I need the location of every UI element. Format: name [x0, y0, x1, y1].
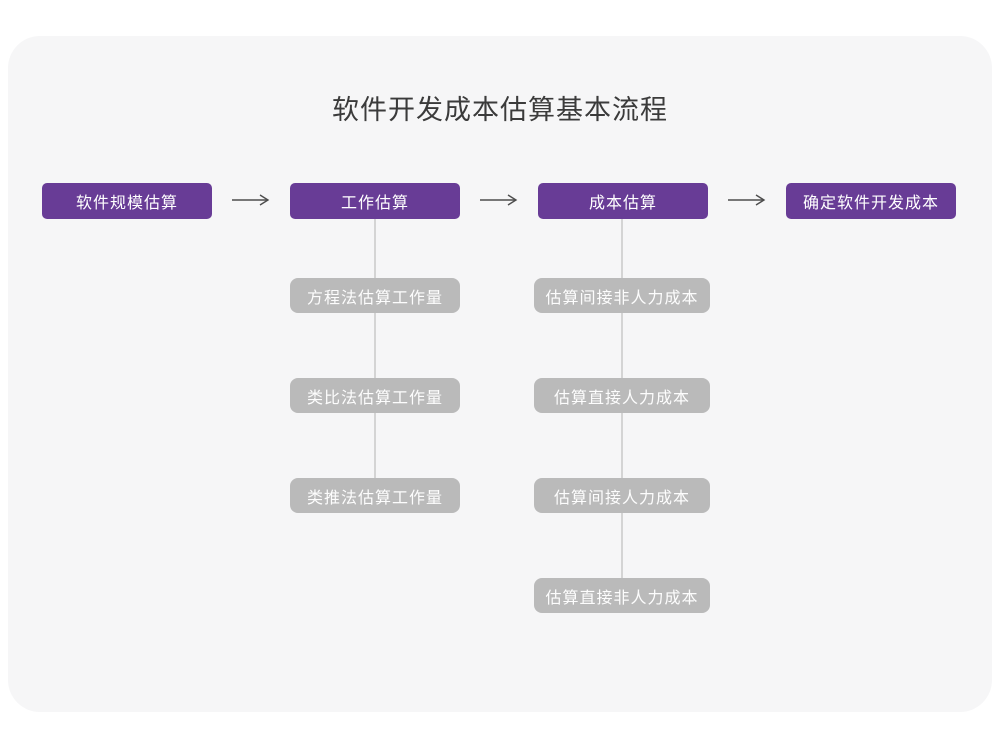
stage-box-determine-dev-cost: 确定软件开发成本 [786, 183, 956, 219]
sub-box-indirect-nonlabor-cost: 估算间接非人力成本 [534, 278, 710, 313]
diagram-card [8, 36, 992, 712]
sub-box-indirect-labor-cost: 估算间接人力成本 [534, 478, 710, 513]
sub-box-label: 类比法估算工作量 [306, 389, 443, 407]
sub-box-label: 方程法估算工作量 [306, 289, 443, 307]
stage-box-work-estimation: 工作估算 [290, 183, 460, 219]
sub-box-label: 估算间接人力成本 [553, 489, 690, 507]
stage-label: 成本估算 [588, 195, 657, 212]
sub-box-label: 类推法估算工作量 [306, 489, 443, 507]
sub-box-extrapolation-method: 类推法估算工作量 [290, 478, 460, 513]
connector-line-work-estimation [374, 218, 376, 478]
arrow-right-icon [727, 194, 767, 206]
arrow-right-icon [231, 194, 271, 206]
diagram-title: 软件开发成本估算基本流程 [332, 95, 668, 125]
stage-label: 工作估算 [340, 195, 409, 212]
stage-box-software-scale-estimation: 软件规模估算 [42, 183, 212, 219]
sub-box-label: 估算直接人力成本 [553, 389, 690, 407]
sub-box-label: 估算直接非人力成本 [545, 589, 699, 607]
stage-box-cost-estimation: 成本估算 [538, 183, 708, 219]
stage-label: 确定软件开发成本 [802, 195, 939, 212]
sub-box-direct-labor-cost: 估算直接人力成本 [534, 378, 710, 413]
stage-label: 软件规模估算 [75, 195, 178, 212]
arrow-right-icon [479, 194, 519, 206]
sub-box-label: 估算间接非人力成本 [545, 289, 699, 307]
sub-box-equation-method: 方程法估算工作量 [290, 278, 460, 313]
sub-box-direct-nonlabor-cost: 估算直接非人力成本 [534, 578, 710, 613]
sub-box-analogy-method: 类比法估算工作量 [290, 378, 460, 413]
